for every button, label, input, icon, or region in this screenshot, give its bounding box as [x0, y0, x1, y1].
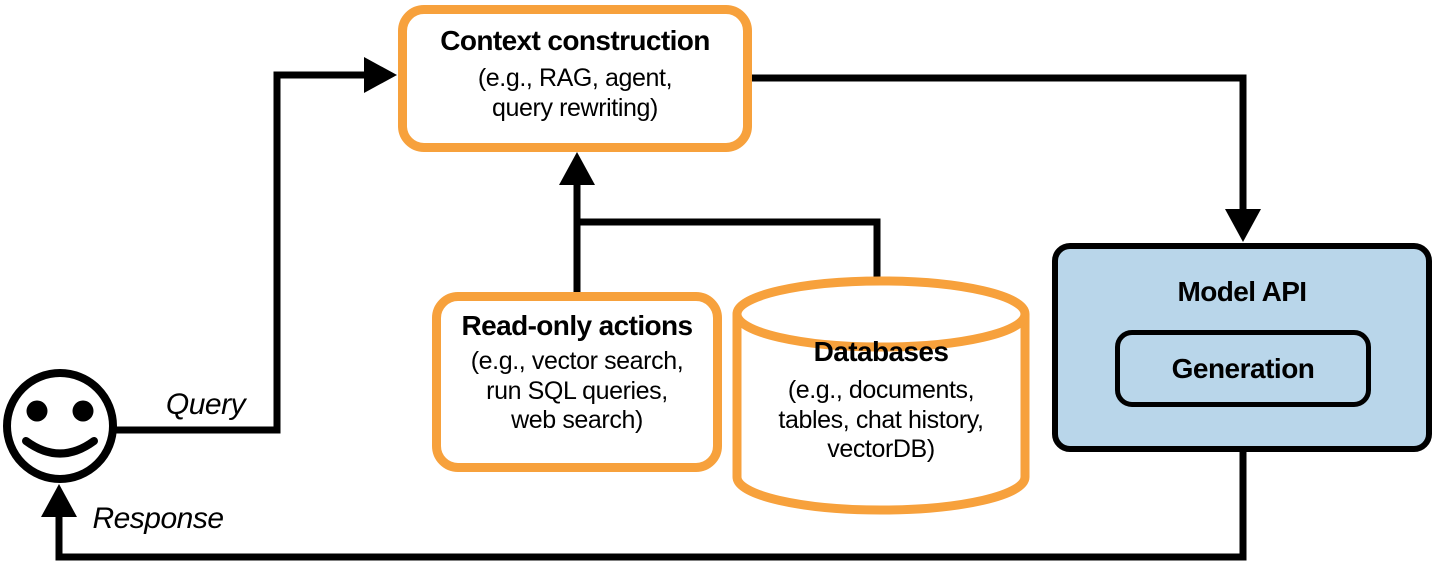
databases-title: Databases	[813, 336, 949, 367]
read-only-actions-title: Read-only actions	[461, 310, 694, 341]
response-arrow	[41, 450, 1247, 561]
smiley-mouth	[22, 437, 98, 458]
smiley-right-eye	[72, 400, 94, 422]
context-construction-node: Context construction (e.g., RAG, agent, …	[398, 5, 752, 152]
response-label: Response	[92, 502, 224, 535]
model-api-title: Model API	[1177, 276, 1308, 307]
databases-subtitle: (e.g., documents, tables, chat history, …	[778, 376, 984, 464]
databases-cylinder	[732, 276, 1030, 515]
query-label: Query	[165, 388, 246, 421]
user-smiley-icon	[3, 369, 117, 483]
context-construction-title: Context construction	[440, 25, 710, 56]
generation-node: Generation	[1115, 330, 1371, 407]
databases-node: Databases (e.g., documents, tables, chat…	[741, 336, 1021, 465]
model-api-node: Model API Generation	[1052, 243, 1432, 452]
smiley-left-eye	[26, 400, 48, 422]
read-only-actions-subtitle: (e.g., vector search, run SQL queries, w…	[470, 347, 684, 435]
databases-connector-line	[574, 218, 881, 295]
context-construction-subtitle: (e.g., RAG, agent, query rewriting)	[477, 64, 673, 122]
query-arrow	[104, 57, 397, 434]
read-only-actions-node: Read-only actions (e.g., vector search, …	[432, 292, 722, 472]
readonly-to-context-arrow	[559, 152, 595, 294]
context-to-model-arrow	[750, 74, 1261, 242]
